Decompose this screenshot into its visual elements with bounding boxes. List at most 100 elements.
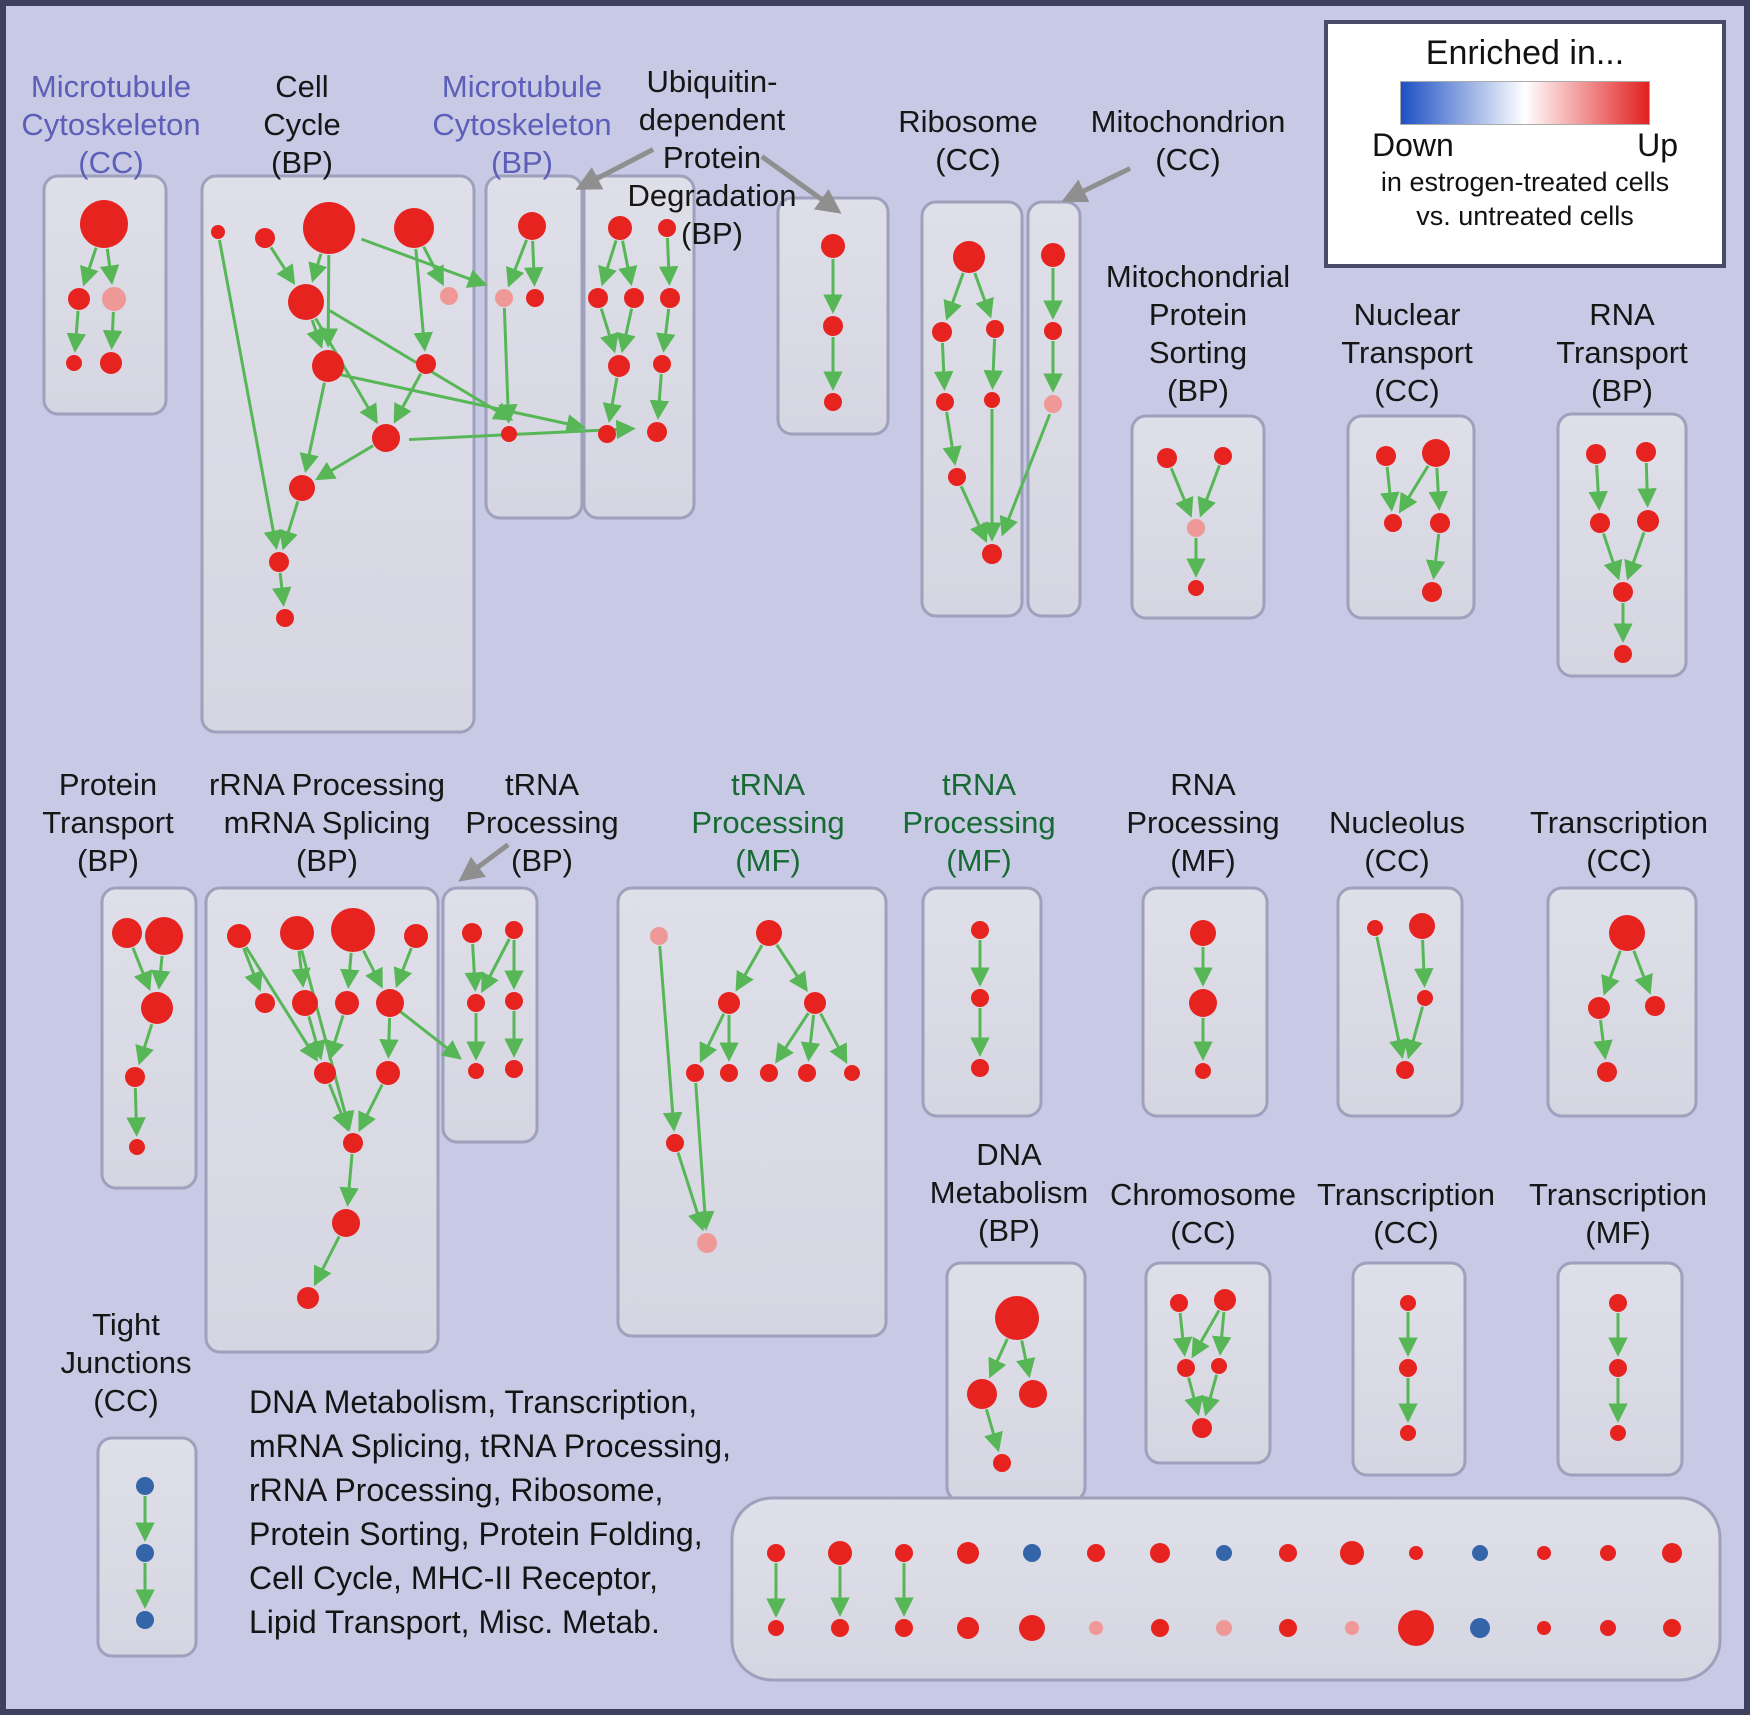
edge-arrow xyxy=(126,1087,146,1137)
go-term-node xyxy=(1537,1546,1551,1560)
go-term-node xyxy=(125,1067,145,1087)
edge-arrow xyxy=(498,307,518,424)
go-term-node xyxy=(1019,1615,1045,1641)
go-term-node xyxy=(1398,1610,1434,1646)
go-term-node xyxy=(1636,442,1656,462)
go-term-node xyxy=(1041,243,1065,267)
edge-arrow xyxy=(1425,533,1446,580)
go-term-node xyxy=(80,200,128,248)
go-term-node xyxy=(1345,1621,1359,1635)
go-term-node xyxy=(1610,1425,1626,1441)
edge-arrow xyxy=(943,272,965,321)
go-term-node xyxy=(1044,395,1062,413)
go-term-node xyxy=(1409,913,1435,939)
cluster-label-transcription-mf: Transcription(MF) xyxy=(1529,1177,1707,1250)
go-term-node xyxy=(660,288,680,308)
go-term-node xyxy=(932,322,952,342)
edge-arrow xyxy=(1061,166,1132,203)
edge-arrow xyxy=(735,944,764,992)
go-term-node xyxy=(136,1477,154,1495)
cluster-box-transcription-cc xyxy=(1546,886,1698,1118)
go-term-node xyxy=(1409,1546,1423,1560)
cluster-box-nuclear-transport-cc xyxy=(1346,414,1476,620)
go-term-node xyxy=(1384,514,1402,532)
go-term-node xyxy=(280,916,314,950)
go-term-node xyxy=(136,1544,154,1562)
edge-arrow xyxy=(1173,1312,1193,1357)
go-term-node xyxy=(1188,580,1204,596)
go-term-node xyxy=(394,208,434,248)
go-term-node xyxy=(1192,1418,1212,1438)
cluster-box-ubiquitin-protein-degradation-bp-left xyxy=(582,174,696,520)
go-term-node xyxy=(1609,1359,1627,1377)
edge-arrow xyxy=(318,254,339,348)
go-term-node xyxy=(598,425,616,443)
cluster-label-transcription-cc-2: Transcription(CC) xyxy=(1317,1177,1495,1250)
go-term-node xyxy=(895,1619,913,1637)
go-term-node xyxy=(647,422,667,442)
edge-arrow xyxy=(1414,939,1434,988)
cluster-box-nucleolus-cc xyxy=(1336,886,1464,1118)
edge-arrow xyxy=(458,842,510,882)
go-term-node xyxy=(1279,1544,1297,1562)
go-term-node xyxy=(141,992,173,1024)
edge-arrow xyxy=(339,1153,359,1207)
edge-arrow xyxy=(999,413,1052,537)
misc-cluster-label: DNA Metabolism, Transcription, mRNA Spli… xyxy=(249,1380,731,1644)
go-term-node xyxy=(821,234,845,258)
go-term-node xyxy=(112,918,142,948)
go-term-node xyxy=(276,609,294,627)
go-term-node xyxy=(288,284,324,320)
edge-arrow xyxy=(775,1012,810,1064)
go-term-node xyxy=(1600,1545,1616,1561)
misc-label-line: DNA Metabolism, Transcription, xyxy=(249,1384,698,1420)
edge-arrow xyxy=(598,239,618,287)
go-term-node xyxy=(1600,1620,1616,1636)
go-term-node xyxy=(332,1209,360,1237)
go-term-node xyxy=(526,289,544,307)
go-term-node xyxy=(1019,1380,1047,1408)
edge-arrow xyxy=(1211,1311,1232,1356)
go-term-node xyxy=(957,1617,979,1639)
edge-arrow xyxy=(760,154,842,214)
go-term-node xyxy=(953,241,985,273)
edge-arrow xyxy=(358,1083,384,1133)
go-term-node xyxy=(967,1379,997,1409)
go-term-node xyxy=(1430,513,1450,533)
cluster-box-rrna-processing-mrna-splicing-bp xyxy=(204,886,440,1354)
go-term-node xyxy=(518,212,546,240)
go-term-node xyxy=(1537,1621,1551,1635)
edge-arrow xyxy=(481,938,511,994)
edge-arrow xyxy=(313,1235,341,1287)
go-term-node xyxy=(653,355,671,373)
edge-arrow xyxy=(398,1009,463,1060)
edge-arrow xyxy=(393,372,423,424)
edge-arrow xyxy=(1398,464,1430,514)
go-term-node xyxy=(1044,322,1062,340)
go-term-node xyxy=(1470,1618,1490,1638)
edge-arrow xyxy=(135,1023,154,1066)
go-term-node xyxy=(936,393,954,411)
edge-arrow xyxy=(1624,531,1646,581)
go-term-node xyxy=(1189,989,1217,1017)
go-term-node xyxy=(658,219,676,237)
go-term-node xyxy=(1663,1619,1681,1637)
go-term-node xyxy=(798,1064,816,1082)
go-term-node xyxy=(1614,645,1632,663)
go-term-node xyxy=(986,320,1004,338)
misc-label-line: Cell Cycle, MHC-II Receptor, xyxy=(249,1560,658,1596)
edge-arrow xyxy=(269,246,296,286)
edge-arrow xyxy=(988,1338,1009,1379)
go-term-node xyxy=(1472,1545,1488,1561)
go-term-node xyxy=(255,993,275,1013)
go-term-node xyxy=(440,287,458,305)
cluster-box-rna-transport-bp xyxy=(1556,412,1688,678)
go-term-node xyxy=(1422,582,1442,602)
edge-arrow xyxy=(308,253,328,283)
go-term-node xyxy=(823,316,843,336)
